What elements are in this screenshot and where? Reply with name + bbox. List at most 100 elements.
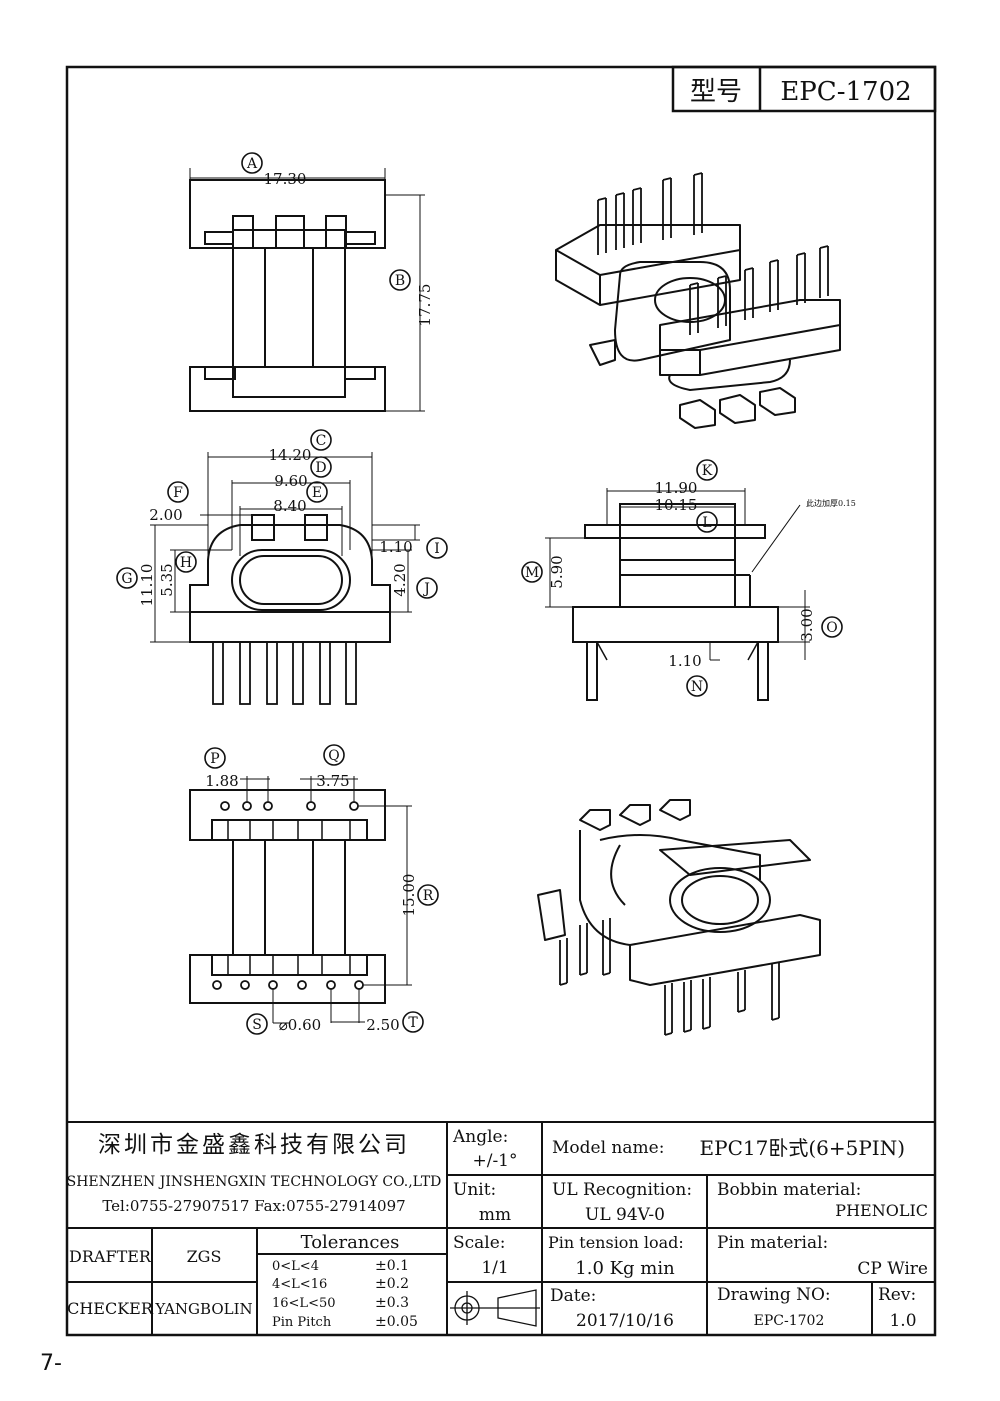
isometric-view-top	[555, 172, 841, 429]
marker-circle-t	[402, 1011, 424, 1033]
model-value: EPC-1702	[780, 77, 911, 107]
tolerance-range: 4<L<16	[272, 1277, 327, 1292]
marker-circle-b	[389, 269, 411, 291]
marker-circle-n	[686, 675, 708, 697]
marker-label-r: R	[423, 888, 434, 904]
rev-label: Rev:	[878, 1285, 916, 1305]
dim-n: 1.10	[668, 652, 701, 670]
marker-circle-q	[323, 744, 345, 766]
tolerance-range: 0<L<4	[272, 1259, 319, 1274]
pin-material-label: Pin material:	[717, 1233, 828, 1253]
unit-label: Unit:	[453, 1180, 496, 1200]
front-view	[150, 452, 420, 705]
dim-b: 17.75	[416, 284, 434, 327]
marker-label-m: M	[525, 565, 539, 581]
marker-circle-c	[310, 429, 332, 451]
drafter-value: ZGS	[187, 1247, 222, 1266]
bottom-view	[189, 776, 412, 1024]
pin-tension-value: 1.0 Kg min	[575, 1258, 675, 1279]
marker-label-i: I	[434, 541, 440, 557]
dim-d: 9.60	[274, 472, 307, 490]
scale-label: Scale:	[453, 1233, 506, 1253]
bobbin-material-label: Bobbin material:	[717, 1180, 861, 1200]
company-contact: Tel:0755-27907517 Fax:0755-27914097	[102, 1197, 405, 1215]
checker-value: YANGBOLIN	[154, 1300, 252, 1318]
marker-circle-m	[521, 561, 543, 583]
marker-circle-g	[116, 567, 138, 589]
marker-circle-d	[310, 456, 332, 478]
tolerances-title: Tolerances	[301, 1232, 400, 1253]
marker-label-q: Q	[328, 748, 339, 764]
tolerance-value: ±0.1	[375, 1258, 409, 1274]
marker-label-n: N	[691, 679, 703, 695]
dim-t: 2.50	[366, 1016, 399, 1034]
marker-circle-l	[696, 511, 718, 533]
company-name-cn: 深圳市金盛鑫科技有限公司	[98, 1132, 410, 1158]
page-number: 7-	[40, 1351, 62, 1376]
dim-l: 10.15	[655, 496, 698, 514]
marker-label-f: F	[173, 485, 183, 501]
pin-material-value: CP Wire	[857, 1259, 928, 1279]
marker-circle-o	[821, 616, 843, 638]
dim-i: 1.10	[379, 538, 412, 556]
tolerance-value: ±0.05	[375, 1314, 418, 1330]
dim-j: 4.20	[391, 563, 409, 596]
drawing-no-value: EPC-1702	[754, 1313, 825, 1329]
tolerance-range: 16<L<50	[272, 1296, 336, 1311]
dim-a: 17.30	[264, 170, 307, 188]
dim-r: 15.00	[400, 874, 418, 917]
title-block	[67, 1121, 935, 1335]
drafter-label: DRAFTER	[69, 1247, 152, 1266]
pin-tension-label: Pin tension load:	[548, 1233, 684, 1252]
side-note: 此边加厚0.15	[806, 498, 856, 508]
dim-f: 2.00	[149, 506, 182, 524]
marker-circle-p	[204, 747, 226, 769]
marker-label-j: J	[422, 581, 430, 597]
marker-label-e: E	[312, 485, 322, 501]
marker-label-k: K	[702, 463, 713, 479]
date-value: 2017/10/16	[576, 1311, 674, 1331]
marker-label-o: O	[826, 620, 837, 636]
marker-label-d: D	[315, 460, 326, 476]
marker-label-t: T	[408, 1015, 418, 1031]
dim-m: 5.90	[548, 555, 566, 588]
tolerance-value: ±0.3	[375, 1295, 409, 1311]
isometric-view-bottom	[537, 799, 821, 1036]
scale-value: 1/1	[481, 1258, 508, 1278]
angle-value: +/-1°	[472, 1151, 517, 1171]
marker-circle-r	[417, 884, 439, 906]
marker-circle-s	[246, 1013, 268, 1035]
top-view	[189, 168, 425, 412]
date-label: Date:	[550, 1286, 596, 1306]
dim-c: 14.20	[269, 446, 312, 464]
side-view	[545, 488, 810, 701]
bobbin-material-value: PHENOLIC	[835, 1201, 928, 1220]
marker-circle-f	[167, 481, 189, 503]
marker-circle-e	[306, 481, 328, 503]
marker-label-g: G	[121, 571, 132, 587]
checker-label: CHECKER	[67, 1299, 154, 1318]
dim-s: ⌀0.60	[279, 1016, 321, 1034]
unit-value: mm	[479, 1205, 511, 1225]
marker-label-h: H	[180, 555, 192, 571]
marker-circle-i	[426, 537, 448, 559]
marker-circle-h	[175, 551, 197, 573]
tolerances-table: 0<L<4 ±0.1 4<L<16 ±0.2 16<L<50 ±0.3 Pin …	[272, 1258, 418, 1330]
header-model-box: 型号 EPC-1702	[671, 65, 937, 113]
dim-o: 3.00	[798, 608, 816, 641]
marker-circle-j	[416, 577, 438, 599]
dim-g: 11.10	[138, 564, 156, 607]
model-name-label: Model name:	[552, 1138, 664, 1158]
ul-value: UL 94V-0	[585, 1205, 665, 1225]
model-label: 型号	[690, 77, 742, 107]
marker-label-l: L	[702, 515, 711, 531]
marker-label-p: P	[210, 751, 219, 767]
marker-label-s: S	[252, 1017, 262, 1033]
marker-label-c: C	[316, 433, 327, 449]
drawing-no-label: Drawing NO:	[717, 1285, 831, 1305]
tolerance-range: Pin Pitch	[272, 1315, 332, 1330]
model-name-value: EPC17卧式(6+5PIN)	[700, 1136, 905, 1160]
marker-label-b: B	[395, 273, 405, 289]
